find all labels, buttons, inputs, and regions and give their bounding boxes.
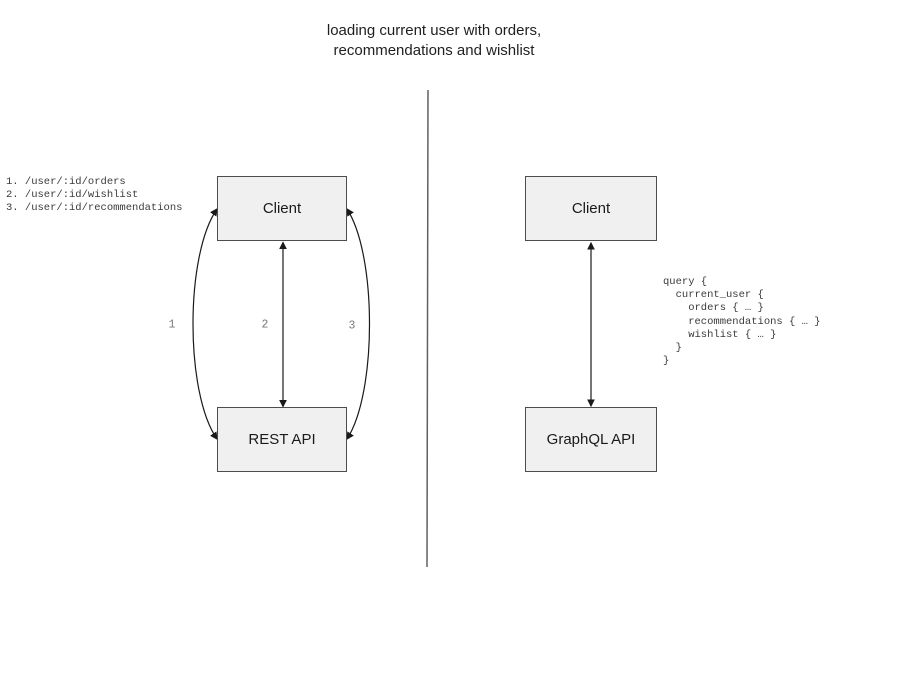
rest-arrow-3	[346, 208, 371, 440]
rest-arrow-label-2: 2	[261, 318, 269, 332]
rest-endpoints-list: 1. /user/:id/orders 2. /user/:id/wishlis…	[6, 176, 183, 215]
rest-api-box: REST API	[217, 407, 347, 472]
graphql-client-box: Client	[525, 176, 657, 241]
graphql-query-text: query { current_user { orders { … } reco…	[663, 276, 821, 368]
divider-line	[426, 89, 429, 568]
diagram-title: loading current user with orders, recomm…	[326, 22, 542, 59]
rest-arrow-1	[192, 208, 218, 440]
rest-arrow-label-3: 3	[348, 319, 356, 333]
rest-arrow-label-1: 1	[168, 318, 176, 332]
graphql-api-box: GraphQL API	[525, 407, 657, 472]
rest-client-box: Client	[217, 176, 347, 241]
